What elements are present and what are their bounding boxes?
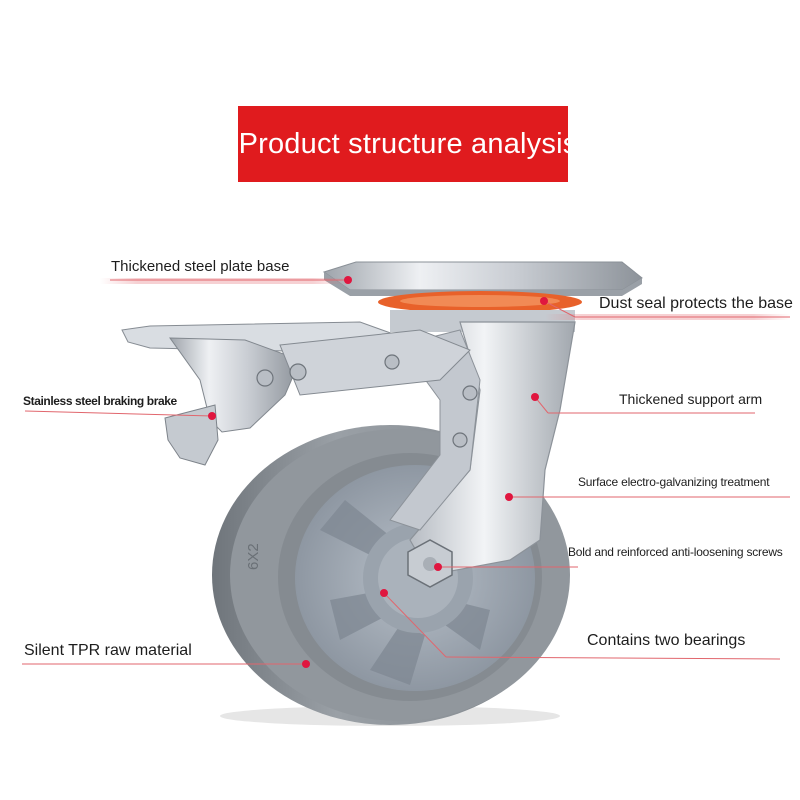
brake-bracket <box>169 337 301 433</box>
steel-plate-base <box>322 261 643 291</box>
callout-steel-plate: Thickened steel plate base <box>111 258 290 275</box>
marker-dot-bearings <box>380 589 388 597</box>
marker-dots <box>208 276 548 668</box>
callout-dust-seal: Dust seal protects the base <box>599 295 793 312</box>
dust-seal-highlight <box>400 295 560 307</box>
wheel-size-marking: 6X2 <box>245 543 262 570</box>
callout-tpr: Silent TPR raw material <box>24 642 192 659</box>
marker-dot-galvanizing <box>505 493 513 501</box>
callout-bearings: Contains two bearings <box>587 632 746 649</box>
callout-screws: Bold and reinforced anti-loosening screw… <box>568 545 783 559</box>
marker-dot-brake <box>208 412 216 420</box>
marker-dot-screws <box>434 563 442 571</box>
leader-lines <box>22 278 790 665</box>
page-title: Product structure analysis <box>238 127 568 160</box>
support-arm-front-plate <box>389 329 481 531</box>
callout-galvanizing: Surface electro-galvanizing treatment <box>578 475 770 489</box>
brake-pedal <box>164 404 219 466</box>
marker-dot-support-arm <box>531 393 539 401</box>
brake-link-plate <box>279 329 471 396</box>
callout-support-arm: Thickened support arm <box>619 391 763 407</box>
title-banner: Product structure analysis <box>238 106 568 182</box>
rivets <box>256 354 478 448</box>
marker-dot-steel-plate <box>344 276 352 284</box>
marker-dot-tpr <box>302 660 310 668</box>
axle-bolt-center <box>423 557 437 571</box>
callout-brake: Stainless steel braking brake <box>23 394 177 408</box>
plate-edge <box>324 272 642 296</box>
marker-dot-dust-seal <box>540 297 548 305</box>
